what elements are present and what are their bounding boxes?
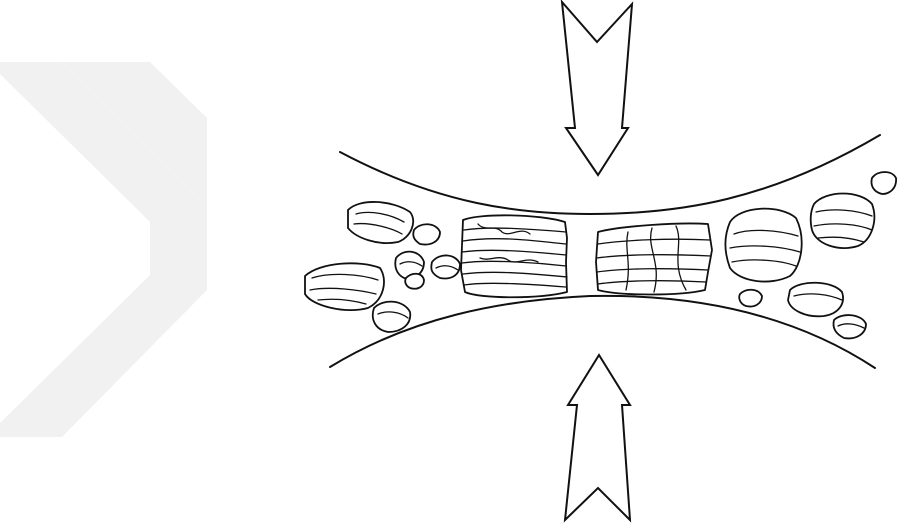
particle bbox=[305, 263, 384, 310]
compressed-particle-stack-right bbox=[596, 223, 712, 294]
particle bbox=[739, 290, 762, 307]
loose-particles-left bbox=[305, 202, 460, 332]
arrow-down-icon bbox=[562, 2, 632, 175]
particle bbox=[811, 194, 875, 249]
particle bbox=[413, 224, 440, 244]
compressed-particle-stack-left bbox=[461, 215, 567, 297]
particle bbox=[405, 274, 424, 289]
particle bbox=[788, 283, 843, 317]
particle bbox=[431, 255, 460, 278]
particle bbox=[373, 302, 410, 332]
particle bbox=[871, 172, 896, 194]
arrow-up-icon bbox=[565, 355, 630, 520]
particle bbox=[726, 209, 802, 282]
particle bbox=[348, 202, 413, 243]
